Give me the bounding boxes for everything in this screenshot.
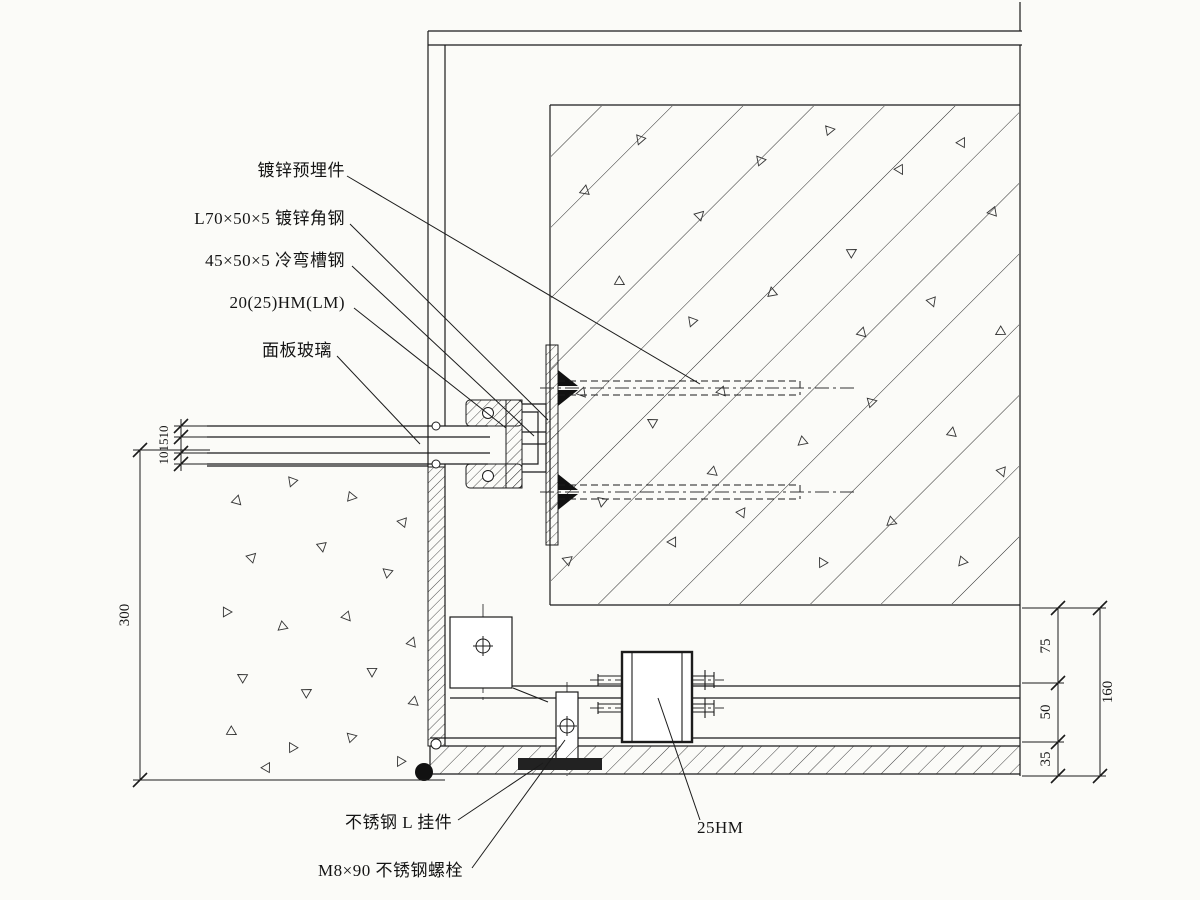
glass-clamp-profile [465, 399, 523, 489]
dim-glass-15: 15 [156, 439, 171, 452]
weld-marks [558, 370, 578, 510]
bolt-sleeve-assembly [597, 650, 715, 744]
dim-glass-10a: 10 [156, 426, 171, 439]
sill-band [430, 746, 1020, 774]
label-panel-glass: 面板玻璃 [262, 341, 332, 360]
label-stainless-hanger: 不锈钢 L 挂件 [345, 813, 452, 832]
lower-bracket [449, 616, 513, 689]
reference-dot [415, 763, 433, 781]
stainless-hanger-bar [518, 758, 602, 770]
dim-300: 300 [117, 604, 133, 627]
dim-160: 160 [1100, 681, 1116, 704]
dimension-ticks [132, 418, 1108, 788]
label-embedded-part: 镀锌预埋件 [258, 161, 346, 180]
dim-35: 35 [1038, 752, 1054, 767]
label-cold-formed-channel: 45×50×5 冷弯槽钢 [205, 251, 345, 270]
dim-75: 75 [1038, 639, 1054, 654]
dimension-lines [133, 419, 1106, 781]
label-m8-bolt: M8×90 不锈钢螺栓 [318, 861, 463, 880]
label-25hm: 25HM [697, 818, 743, 837]
label-galvanized-angle: L70×50×5 镀锌角钢 [194, 209, 345, 228]
dim-50: 50 [1038, 705, 1054, 720]
leader-lines [336, 175, 701, 869]
label-20-25-hm-lm: 20(25)HM(LM) [229, 293, 345, 312]
mullion-hatched-section [427, 466, 446, 747]
embedded-plate [545, 344, 559, 546]
dim-glass-10b: 10 [156, 452, 171, 465]
concrete-wall-hatch [551, 106, 1019, 604]
concrete-aggregate-triangles-sill [222, 476, 419, 773]
